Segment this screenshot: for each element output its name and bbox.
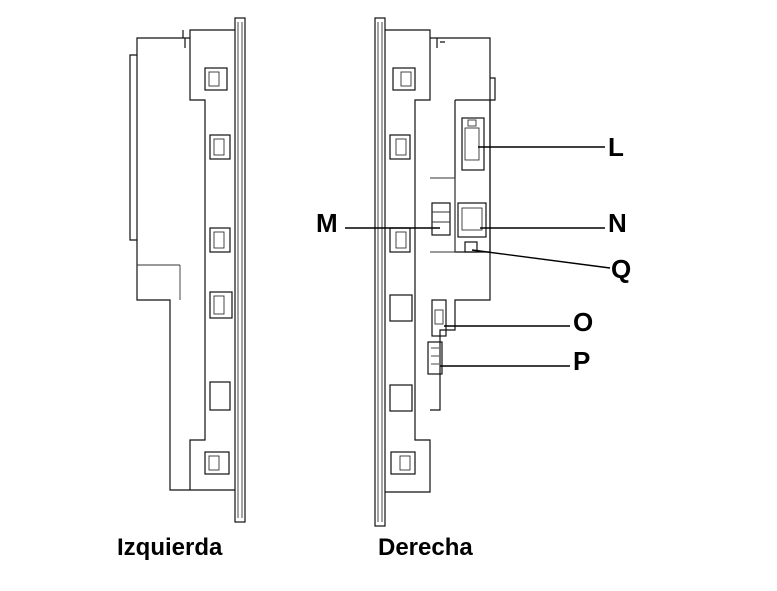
right-mounting-clip-1 bbox=[392, 67, 416, 91]
right-mounting-clip-5 bbox=[389, 384, 413, 412]
leader-line-q bbox=[471, 249, 611, 269]
left-mounting-clip-6 bbox=[204, 451, 230, 475]
caption-left-view: Izquierda bbox=[117, 534, 223, 561]
left-mounting-clip-3 bbox=[209, 227, 231, 253]
left-mounting-clip-5 bbox=[209, 381, 231, 411]
callout-n: N bbox=[608, 208, 627, 238]
left-side-view bbox=[129, 17, 246, 523]
sd-card-slot bbox=[431, 299, 447, 337]
right-housing-outline bbox=[385, 29, 496, 493]
callout-m: M bbox=[316, 208, 338, 238]
callout-q: Q bbox=[611, 254, 631, 284]
right-mounting-clip-4 bbox=[389, 294, 413, 322]
right-connector-recess bbox=[454, 99, 491, 253]
left-mounting-clip-1 bbox=[204, 67, 228, 91]
right-mounting-clip-2 bbox=[389, 134, 411, 160]
left-front-bezel bbox=[234, 17, 246, 523]
left-mounting-clip-2 bbox=[209, 134, 231, 160]
right-mounting-clip-3 bbox=[389, 227, 411, 253]
left-mounting-clip-4 bbox=[209, 291, 233, 319]
caption-right-view: Derecha bbox=[378, 534, 473, 561]
left-housing-outline bbox=[129, 29, 235, 491]
usb-port bbox=[464, 241, 478, 253]
right-front-bezel bbox=[374, 17, 386, 527]
serial-port bbox=[461, 117, 485, 171]
terminal-block bbox=[431, 202, 451, 236]
leader-lines bbox=[345, 146, 611, 367]
right-mounting-clip-6 bbox=[390, 451, 416, 475]
expansion-slot bbox=[427, 341, 443, 375]
callout-p: P bbox=[573, 346, 590, 376]
right-side-view bbox=[374, 17, 496, 527]
callout-o: O bbox=[573, 307, 593, 337]
callout-l: L bbox=[608, 132, 624, 162]
ethernet-port bbox=[457, 202, 487, 238]
